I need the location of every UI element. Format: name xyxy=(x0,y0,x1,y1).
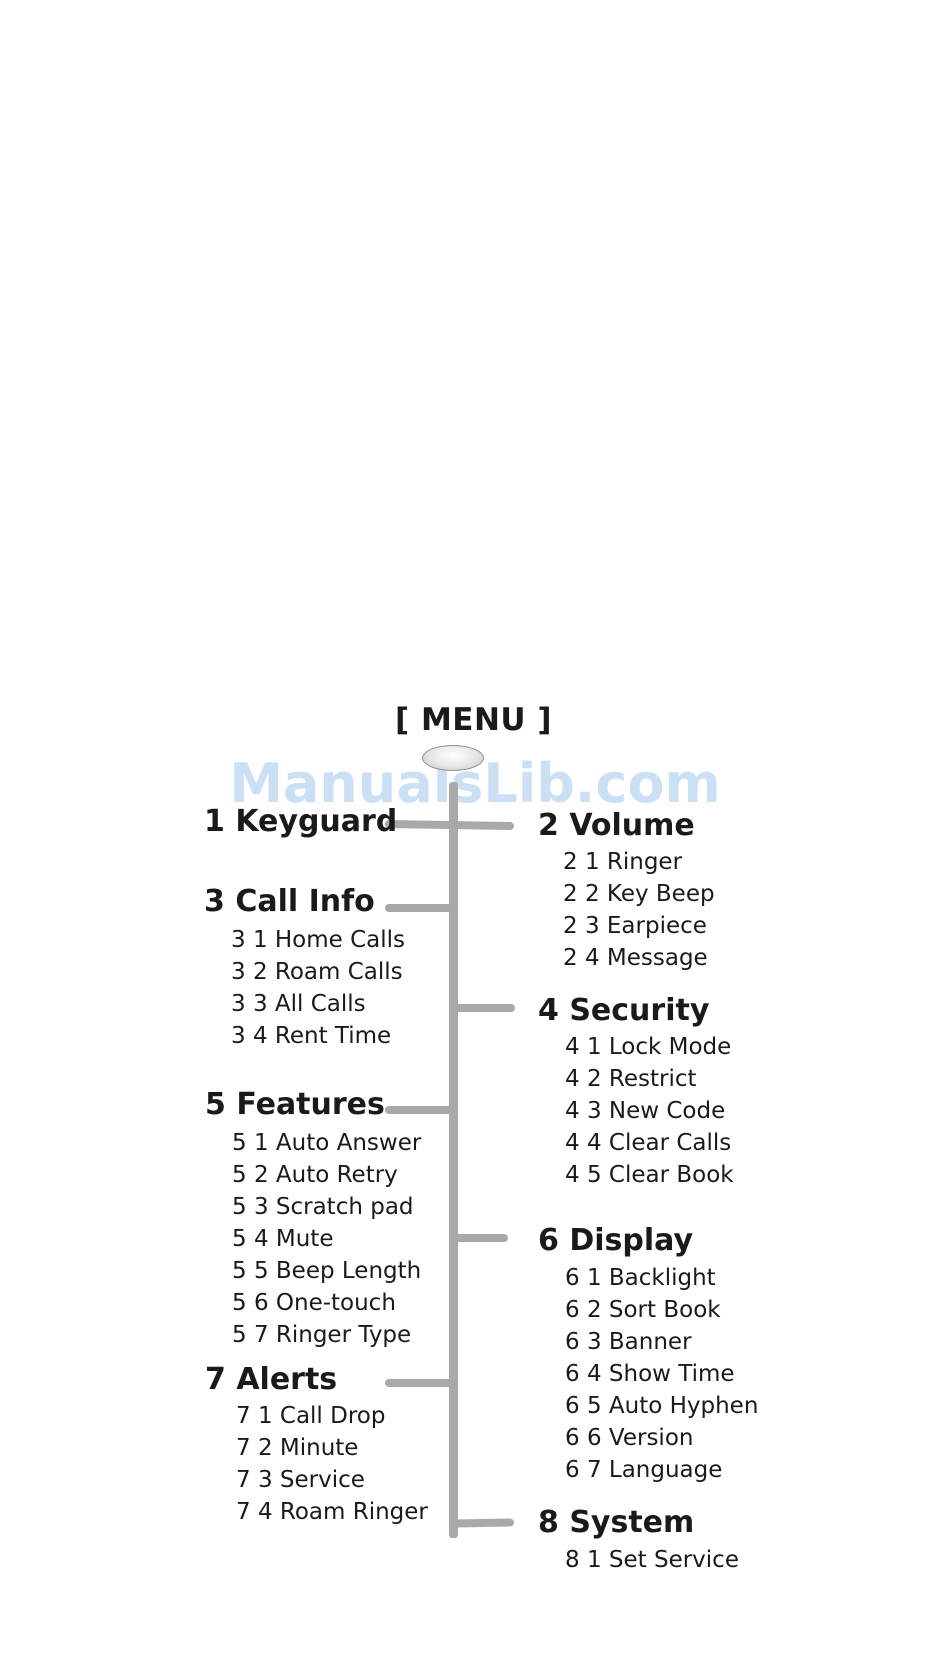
menu-item-key-beep: 2 2 Key Beep xyxy=(563,881,715,907)
section-features-items: 5 1 Auto Answer 5 2 Auto Retry 5 3 Scrat… xyxy=(232,1127,421,1351)
menu-item-version: 6 6 Version xyxy=(565,1425,694,1451)
menu-item-rent-time: 3 4 Rent Time xyxy=(231,1023,392,1049)
section-display-heading: 6 Display xyxy=(538,1223,693,1258)
menu-tree-trunk xyxy=(449,782,458,1538)
menu-item-scratch-pad: 5 3 Scratch pad xyxy=(232,1194,414,1220)
menu-item-language: 6 7 Language xyxy=(565,1457,723,1483)
section-volume-heading: 2 Volume xyxy=(538,808,695,843)
section-security-items: 4 1 Lock Mode 4 2 Restrict 4 3 New Code … xyxy=(565,1031,734,1191)
branch-features xyxy=(385,1106,453,1114)
branch-call-info xyxy=(385,904,453,912)
menu-item-minute: 7 2 Minute xyxy=(236,1435,359,1461)
section-keyguard-heading: 1 Keyguard xyxy=(204,804,398,839)
menu-item-auto-retry: 5 2 Auto Retry xyxy=(232,1162,398,1188)
menu-item-roam-ringer: 7 4 Roam Ringer xyxy=(236,1499,428,1525)
menu-item-lock-mode: 4 1 Lock Mode xyxy=(565,1034,732,1060)
section-alerts-items: 7 1 Call Drop 7 2 Minute 7 3 Service 7 4… xyxy=(236,1400,428,1528)
menu-item-call-drop: 7 1 Call Drop xyxy=(236,1403,386,1429)
menu-item-set-service: 8 1 Set Service xyxy=(565,1547,739,1573)
section-volume-items: 2 1 Ringer 2 2 Key Beep 2 3 Earpiece 2 4… xyxy=(563,846,715,974)
menu-item-earpiece: 2 3 Earpiece xyxy=(563,913,707,939)
branch-system xyxy=(450,1518,515,1528)
section-security-heading: 4 Security xyxy=(538,993,710,1028)
menu-item-auto-answer: 5 1 Auto Answer xyxy=(232,1130,422,1156)
menu-item-home-calls: 3 1 Home Calls xyxy=(231,927,406,953)
section-display-items: 6 1 Backlight 6 2 Sort Book 6 3 Banner 6… xyxy=(565,1262,758,1486)
menu-item-backlight: 6 1 Backlight xyxy=(565,1265,716,1291)
menu-item-ringer-type: 5 7 Ringer Type xyxy=(232,1322,412,1348)
section-call-info-heading: 3 Call Info xyxy=(204,884,375,919)
menu-item-beep-length: 5 5 Beep Length xyxy=(232,1258,422,1284)
menu-key-icon xyxy=(422,745,484,771)
menu-item-new-code: 4 3 New Code xyxy=(565,1098,726,1124)
branch-display xyxy=(455,1234,508,1242)
menu-item-sort-book: 6 2 Sort Book xyxy=(565,1297,721,1323)
menu-item-message: 2 4 Message xyxy=(563,945,708,971)
menu-item-service: 7 3 Service xyxy=(236,1467,365,1493)
menu-item-show-time: 6 4 Show Time xyxy=(565,1361,735,1387)
menu-title: [ MENU ] xyxy=(395,702,553,738)
menu-item-clear-calls: 4 4 Clear Calls xyxy=(565,1130,732,1156)
branch-security xyxy=(455,1004,515,1012)
menu-item-one-touch: 5 6 One-touch xyxy=(232,1290,396,1316)
menu-item-roam-calls: 3 2 Roam Calls xyxy=(231,959,403,985)
menu-item-auto-hyphen: 6 5 Auto Hyphen xyxy=(565,1393,759,1419)
section-system-items: 8 1 Set Service xyxy=(565,1544,739,1576)
branch-alerts xyxy=(385,1379,453,1387)
menu-item-ringer: 2 1 Ringer xyxy=(563,849,683,875)
menu-item-clear-book: 4 5 Clear Book xyxy=(565,1162,734,1188)
section-system-heading: 8 System xyxy=(538,1505,695,1540)
menu-item-mute: 5 4 Mute xyxy=(232,1226,334,1252)
branch-keyguard xyxy=(384,819,515,831)
section-features-heading: 5 Features xyxy=(205,1087,385,1122)
section-call-info-items: 3 1 Home Calls 3 2 Roam Calls 3 3 All Ca… xyxy=(231,924,405,1052)
section-alerts-heading: 7 Alerts xyxy=(205,1362,338,1397)
menu-item-restrict: 4 2 Restrict xyxy=(565,1066,697,1092)
menu-item-banner: 6 3 Banner xyxy=(565,1329,692,1355)
menu-item-all-calls: 3 3 All Calls xyxy=(231,991,366,1017)
